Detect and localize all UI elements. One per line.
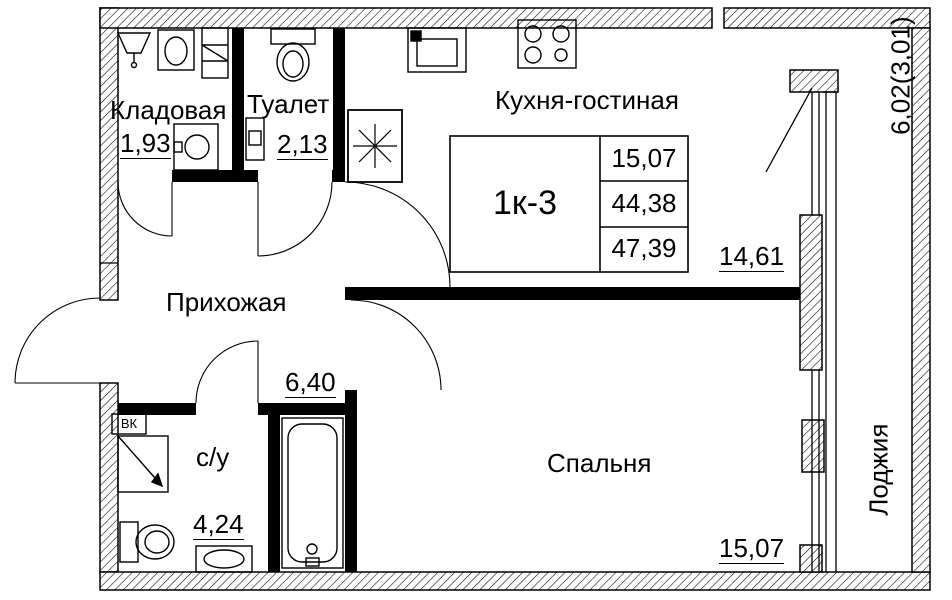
bathroom-toilet-icon — [119, 521, 175, 563]
room-area-bathroom: 4,24 — [193, 509, 244, 541]
room-label-storage: Кладовая — [110, 95, 227, 125]
stove-icon — [517, 19, 577, 69]
room-area-bedroom: 15,07 — [719, 533, 785, 565]
bathroom-sink-icon — [195, 545, 253, 573]
room-label-hallway: Прихожая — [166, 287, 287, 317]
unit-number-label: 1к-3 — [492, 184, 557, 222]
storage-sink-icon — [173, 123, 219, 171]
room-label-bedroom: Спальня — [547, 448, 652, 478]
title-block-row-total: 47,39 — [611, 233, 677, 263]
room-area-toilet: 2,13 — [277, 129, 328, 161]
interior-walls — [118, 28, 800, 572]
washing-machine-icon — [117, 435, 169, 493]
storage-tap-icon — [116, 32, 152, 69]
door-arcs — [14, 181, 451, 404]
title-block-row-area: 44,38 — [611, 188, 677, 218]
room-label-kitchen: Кухня-гостиная — [495, 85, 679, 115]
room-area-loggia: 6,02(3,01) — [885, 16, 916, 135]
title-block-box — [449, 135, 689, 273]
title-block-row-living: 15,07 — [611, 143, 677, 173]
room-area-kitchen: 14,61 — [719, 241, 785, 273]
vent-shaft-icon — [347, 109, 403, 183]
fixtures — [111, 19, 577, 573]
room-area-storage: 1,93 — [120, 128, 171, 160]
storage-duct-icon — [201, 27, 229, 79]
windows-and-glazing — [100, 87, 838, 572]
room-label-toilet: Туалет — [247, 89, 330, 119]
exterior-walls — [99, 7, 931, 591]
room-area-hallway: 6,40 — [285, 367, 336, 399]
room-label-loggia: Лоджия — [863, 423, 894, 516]
storage-basin-icon — [157, 29, 195, 71]
toilet-icon — [270, 28, 316, 82]
room-label-bathroom: с/у — [196, 442, 230, 472]
toilet-basin-icon — [245, 117, 265, 161]
vent-channel-box — [111, 413, 147, 435]
kitchen-sink-icon — [407, 27, 467, 73]
bathtub-icon — [281, 417, 344, 569]
vent-channel-label: ВК — [120, 416, 138, 431]
